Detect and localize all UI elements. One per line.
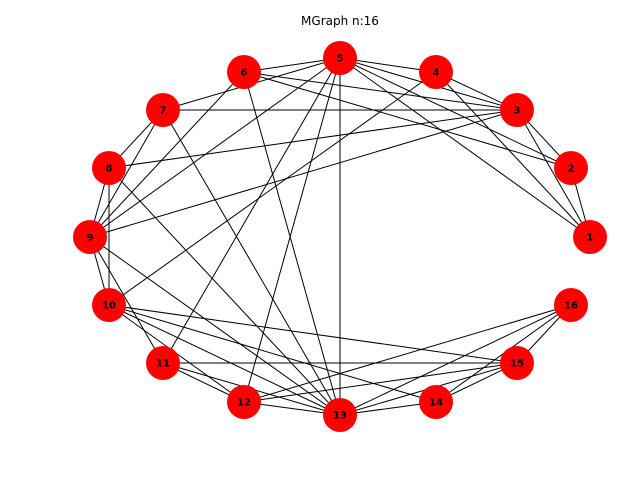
edge-6-13 [243, 71, 341, 416]
node-15: 15 [500, 346, 534, 380]
node-11: 11 [146, 346, 180, 380]
edge-2-5 [339, 57, 572, 169]
edge-4-10 [108, 71, 437, 306]
node-8: 8 [92, 151, 126, 185]
edge-8-13 [108, 167, 341, 416]
edge-1-3 [516, 109, 591, 238]
node-circle [500, 346, 534, 380]
node-circle [419, 385, 453, 419]
edge-9-11 [89, 236, 164, 364]
node-circle [554, 288, 588, 322]
edge-9-13 [89, 236, 341, 416]
node-14: 14 [419, 385, 453, 419]
node-13: 13 [323, 398, 357, 432]
node-label: 10 [102, 301, 116, 312]
node-12: 12 [227, 385, 261, 419]
node-label: 5 [337, 54, 344, 65]
edge-13-16 [339, 304, 572, 416]
node-circle [323, 41, 357, 75]
node-label: 1 [587, 233, 594, 244]
edge-7-9 [89, 109, 164, 238]
node-label: 13 [333, 411, 347, 422]
edge-12-16 [243, 304, 572, 403]
edge-5-9 [89, 57, 341, 238]
edge-3-9 [89, 109, 518, 238]
node-label: 3 [514, 106, 521, 117]
edge-10-13 [108, 304, 341, 416]
node-6: 6 [227, 55, 261, 89]
node-5: 5 [323, 41, 357, 75]
node-circle [92, 151, 126, 185]
node-circle [419, 55, 453, 89]
node-label: 9 [87, 233, 94, 244]
node-label: 4 [433, 68, 440, 79]
edge-3-8 [108, 109, 518, 169]
node-2: 2 [554, 151, 588, 185]
node-label: 16 [564, 301, 578, 312]
node-label: 15 [510, 359, 524, 370]
node-label: 12 [237, 398, 251, 409]
node-circle [146, 93, 180, 127]
graph-title: MGraph n:16 [301, 14, 379, 28]
edge-5-12 [243, 57, 341, 403]
node-circle [146, 346, 180, 380]
node-label: 11 [156, 359, 170, 370]
node-circle [573, 220, 607, 254]
edge-7-13 [162, 109, 341, 416]
node-4: 4 [419, 55, 453, 89]
node-9: 9 [73, 220, 107, 254]
node-circle [323, 398, 357, 432]
node-16: 16 [554, 288, 588, 322]
node-circle [227, 385, 261, 419]
edge-1-4 [435, 71, 591, 238]
node-label: 14 [429, 398, 443, 409]
edge-3-6 [243, 71, 518, 111]
edge-6-9 [89, 71, 245, 238]
node-circle [92, 288, 126, 322]
edge-10-14 [108, 304, 437, 403]
edge-5-11 [162, 57, 341, 364]
node-label: 7 [160, 106, 167, 117]
edges-layer [89, 57, 591, 416]
node-circle [554, 151, 588, 185]
node-10: 10 [92, 288, 126, 322]
node-label: 2 [568, 164, 575, 175]
node-label: 6 [241, 68, 248, 79]
node-7: 7 [146, 93, 180, 127]
edge-10-15 [108, 304, 518, 364]
node-circle [227, 55, 261, 89]
node-3: 3 [500, 93, 534, 127]
node-circle [500, 93, 534, 127]
node-circle [73, 220, 107, 254]
node-1: 1 [573, 220, 607, 254]
edge-1-5 [339, 57, 591, 238]
edge-12-15 [243, 362, 518, 403]
node-label: 8 [106, 164, 113, 175]
